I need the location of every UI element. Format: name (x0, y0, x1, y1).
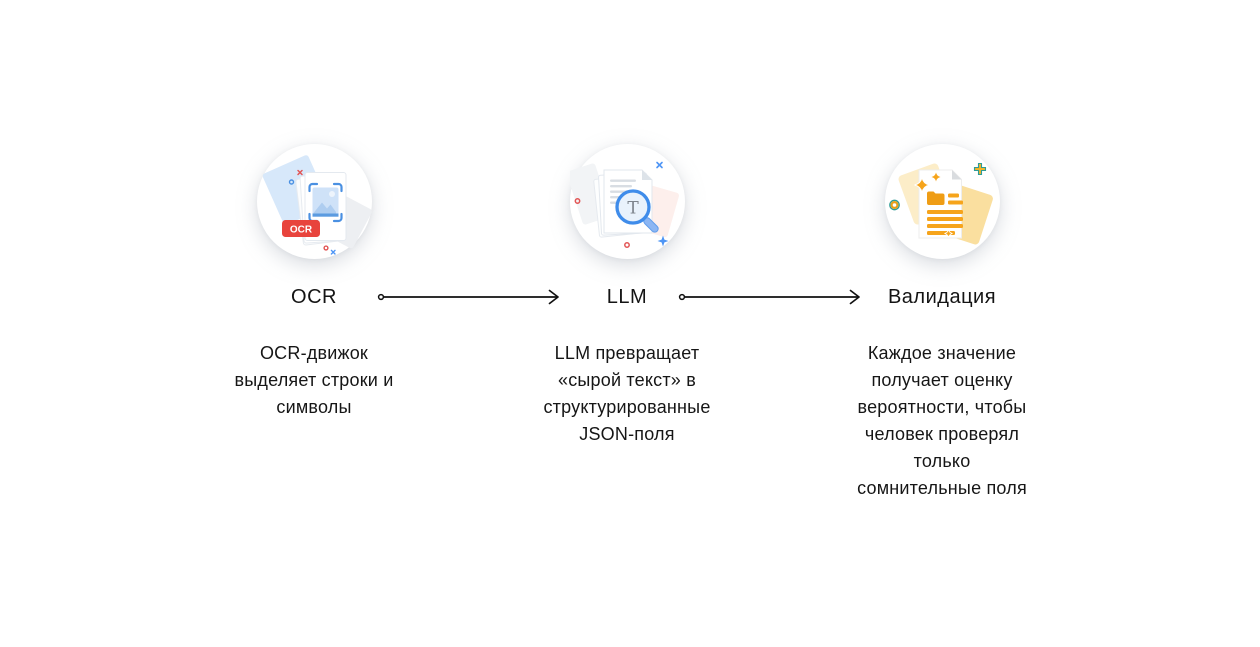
step-llm: T LLM LLM превращает «сырой текст» в стр… (507, 144, 747, 448)
folder-glyph (926, 191, 944, 205)
donut-mark-inner (889, 200, 899, 209)
step-llm-description: LLM превращает «сырой текст» в структури… (543, 343, 711, 444)
arrow-llm-to-validation (678, 289, 860, 305)
blue-sparkle-mark (657, 235, 668, 247)
red-dot-mark (322, 245, 329, 251)
plus-mark (973, 162, 986, 176)
step-validation-description: Каждое значение получает оценку вероятно… (857, 343, 1027, 498)
validated-document-sparkles-icon (888, 162, 993, 245)
sparkle-star-large (913, 177, 930, 193)
sparkle-star-small (931, 172, 940, 182)
ocr-badge-label: OCR (289, 225, 312, 236)
sparkle-star-bottom (943, 229, 953, 238)
ocr-badge (281, 220, 320, 237)
magnifier-lens (614, 189, 651, 225)
magnifier-letter: T (627, 199, 639, 219)
step-validation-title: Валидация (887, 286, 997, 308)
red-dot-mark (623, 242, 630, 248)
donut-mark-outer (888, 199, 900, 211)
blue-x-mark (655, 161, 663, 169)
text-magnifier-document-icon: T (569, 161, 679, 248)
ocr-scan-documents-icon: OCR (262, 155, 372, 255)
step-ocr-title: OCR (291, 286, 337, 308)
step-ocr: OCR OCR OCR-движок выделяет строки и сим… (194, 144, 434, 421)
arrow-ocr-to-llm (377, 289, 559, 305)
step-ocr-description: OCR-движок выделяет строки и символы (234, 343, 394, 417)
step-validation: Валидация Каждое значение получает оценк… (822, 144, 1062, 502)
red-dot-mark (574, 198, 580, 204)
step-ocr-icon-circle: OCR (256, 144, 372, 259)
blue-x-mark (330, 249, 336, 255)
step-llm-title: LLM (606, 286, 648, 308)
step-llm-icon-circle: T (569, 144, 685, 259)
step-validation-icon-circle (884, 144, 1000, 259)
